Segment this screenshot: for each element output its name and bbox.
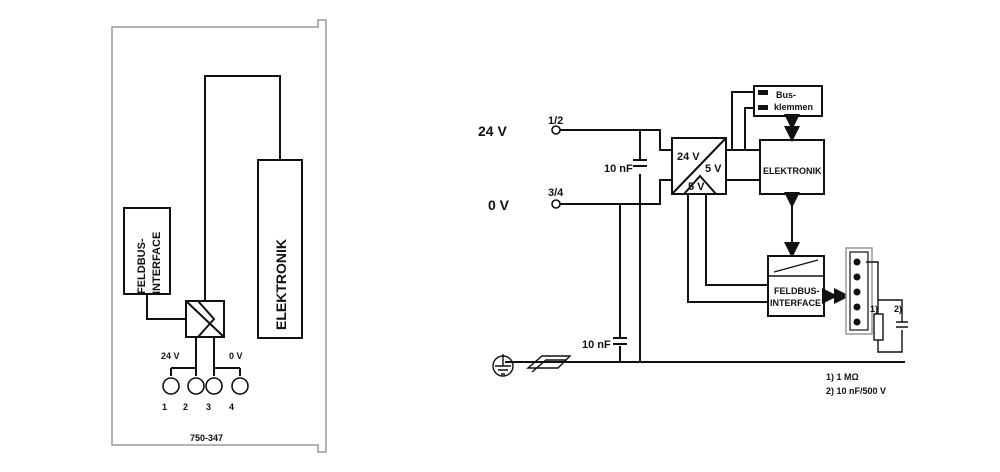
- terminal-4-icon: [231, 377, 249, 395]
- module-fieldbus-label-1: FELDBUS-: [136, 238, 148, 294]
- fieldbus-diag: [773, 259, 819, 273]
- busklemmen-label-2: klemmen: [774, 102, 813, 112]
- module-outline: [111, 19, 327, 453]
- input-24v-label: 24 V: [478, 123, 507, 139]
- wire-0v: [560, 179, 672, 205]
- wire-shield: [866, 261, 879, 314]
- input-0v-label: 0 V: [488, 197, 510, 213]
- module-elektronik-label: ELEKTRONIK: [273, 239, 289, 330]
- module-part-number: 750-347: [190, 433, 223, 443]
- module-elektronik-box: [257, 159, 303, 339]
- module-terminals: [162, 377, 249, 395]
- conv-5v-b-label: 5 V: [688, 181, 705, 193]
- pin-12-label: 1/2: [548, 115, 563, 127]
- pin-34-icon: [551, 199, 561, 209]
- cap-top-icon: [633, 159, 647, 167]
- cap-bottom-label: 10 nF: [582, 339, 611, 351]
- shield-cap-icon: [896, 321, 908, 328]
- cap-top-label: 10 nF: [604, 163, 633, 175]
- wire-conv-fieldbus-2: [687, 194, 768, 303]
- terminal-2-icon: [187, 377, 205, 395]
- terminal-label-1: 1: [162, 402, 167, 412]
- dsub-connector-icon: [845, 247, 873, 335]
- terminal-label-4: 4: [229, 402, 234, 412]
- cap-bottom-icon: [613, 337, 627, 345]
- earth-ground-icon: [492, 354, 514, 377]
- busklemmen-label-1: Bus-: [776, 90, 796, 100]
- module-fieldbus-box: [123, 207, 171, 295]
- pin-12-icon: [551, 125, 561, 135]
- fieldbus-label-1: FELDBUS-: [774, 286, 820, 296]
- terminal-label-2: 2: [183, 402, 188, 412]
- conv-24v-label: 24 V: [677, 151, 700, 163]
- elektronik-label: ELEKTRONIK: [763, 166, 822, 176]
- note-1: 1) 1 MΩ: [826, 372, 859, 382]
- wire-24v: [560, 129, 672, 151]
- wire-conv-fieldbus-1: [705, 194, 768, 286]
- bus-connector-icon-2: [758, 105, 768, 110]
- terminal-label-3: 3: [206, 402, 211, 412]
- terminal-3-icon: [205, 377, 223, 395]
- module-24v-label: 24 V: [161, 351, 180, 361]
- conv-5v-a-label: 5 V: [705, 163, 722, 175]
- module-wire-top: [204, 75, 281, 301]
- terminal-1-icon: [162, 377, 180, 395]
- pin-34-label: 3/4: [548, 187, 564, 199]
- note-2: 2) 10 nF/500 V: [826, 386, 886, 396]
- module-converter-icon: [185, 300, 225, 338]
- module-fieldbus-label-2: INTERFACE: [151, 232, 163, 294]
- converter-box: [671, 137, 727, 195]
- resistor-icon: [873, 313, 884, 341]
- din-rail-icon: [526, 355, 572, 373]
- wire-shield-return: [877, 330, 903, 353]
- wire-conv-bus-1: [731, 91, 760, 150]
- module-terminal-drops: [170, 368, 241, 376]
- fieldbus-label-2: INTERFACE: [770, 298, 821, 308]
- module-wire-fieldbus: [146, 294, 186, 320]
- ref-2-label: 2): [894, 304, 902, 314]
- bus-connector-icon-1: [758, 90, 768, 95]
- ref-1-label: 1): [870, 304, 878, 314]
- module-0v-label: 0 V: [229, 351, 243, 361]
- wire-shield-cap: [878, 299, 903, 322]
